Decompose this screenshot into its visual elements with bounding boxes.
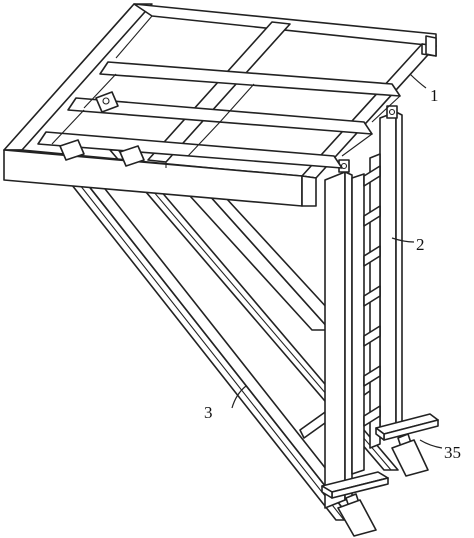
leader-3 [231, 385, 247, 409]
label-ladder: 2 [416, 235, 425, 254]
ground-stubs [337, 439, 429, 537]
leader-35 [419, 439, 443, 449]
ladder-rungs [363, 165, 381, 427]
base-plate-front [321, 471, 389, 517]
platform-brackets [59, 91, 145, 167]
leader-2 [391, 237, 415, 243]
platform-frame [3, 3, 437, 207]
label-base-plate: 35 [444, 443, 461, 462]
platform-panel-lines [51, 15, 401, 157]
platform-cross-beams [37, 61, 401, 169]
leader-1 [409, 73, 427, 89]
post-front [324, 171, 353, 509]
ladder-rail [351, 153, 381, 475]
diagonal-brace-left [67, 179, 361, 521]
label-diagonal-brace: 3 [204, 403, 213, 422]
label-platform-frame: 1 [430, 86, 439, 105]
post-back [379, 111, 403, 437]
